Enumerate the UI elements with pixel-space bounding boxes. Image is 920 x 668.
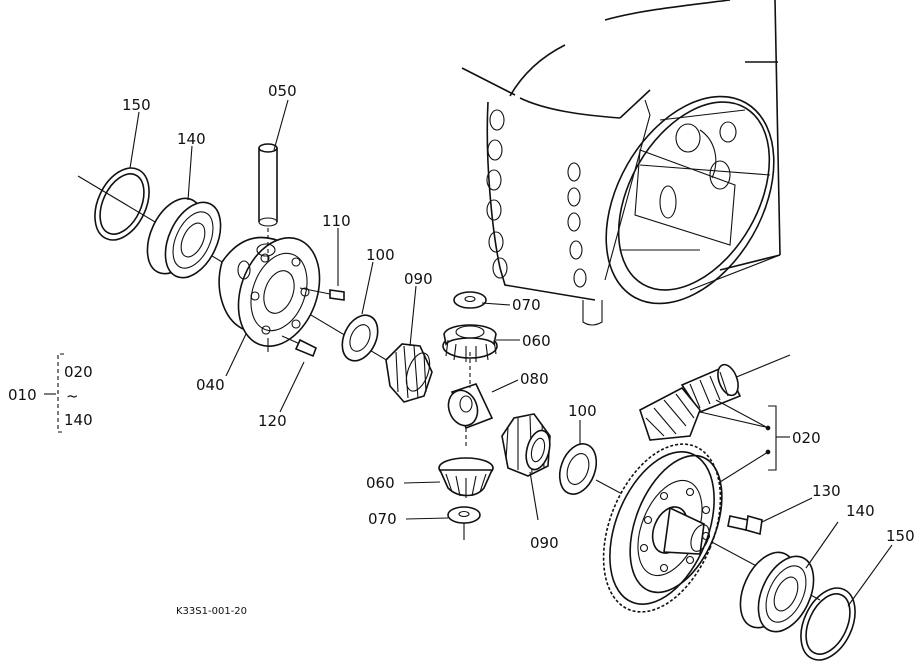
label-120: 120 [258, 412, 287, 430]
ring-gear [602, 443, 723, 613]
side-gear-090-right [501, 413, 551, 477]
pin-050 [258, 143, 278, 262]
label-090-right: 090 [530, 534, 559, 552]
transmission-housing [461, 0, 781, 326]
label-100-right: 100 [568, 402, 597, 420]
label-010: 010 [8, 386, 37, 404]
bevel-pinion-020 [639, 354, 791, 441]
pinion-gear-060-bottom [438, 457, 494, 498]
leader-lines [44, 99, 893, 607]
label-020-group: 020 [64, 363, 93, 381]
bolt-130 [727, 514, 763, 536]
label-140-left: 140 [177, 130, 206, 148]
label-150-left: 150 [122, 96, 151, 114]
label-tilde: ~ [66, 387, 79, 405]
thrust-washer-070-bottom [447, 506, 481, 540]
label-100-left: 100 [366, 246, 395, 264]
label-070-bottom: 070 [368, 510, 397, 528]
thrust-washer-100-right [558, 443, 598, 495]
label-060-top: 060 [522, 332, 551, 350]
pin-110 [299, 287, 345, 301]
thrust-washer-070-top [453, 291, 487, 309]
ball-bearing-140-right [739, 551, 815, 633]
label-070-top: 070 [512, 296, 541, 314]
differential-case-040 [218, 236, 321, 352]
snap-ring-150-right [800, 587, 856, 661]
label-050: 050 [268, 82, 297, 100]
pinion-gear-060-top [442, 324, 498, 362]
part-labels: 150 140 050 110 100 090 070 060 080 040 … [8, 82, 915, 617]
label-150-right: 150 [886, 527, 915, 545]
pin-120 [281, 335, 318, 358]
pinion-shaft-080 [447, 352, 494, 446]
thrust-washer-100-left [341, 314, 379, 362]
label-090-left: 090 [404, 270, 433, 288]
drawing-code: K33S1-001-20 [176, 606, 247, 617]
label-040: 040 [196, 376, 225, 394]
label-140-group: 140 [64, 411, 93, 429]
ball-bearing-140-left [146, 197, 222, 279]
snap-ring-150-left [94, 167, 150, 241]
label-060-bottom: 060 [366, 474, 395, 492]
label-080: 080 [520, 370, 549, 388]
bracket-010 [57, 353, 64, 433]
label-110: 110 [322, 212, 351, 230]
bracket-020 [765, 405, 790, 471]
label-130: 130 [812, 482, 841, 500]
label-020: 020 [792, 429, 821, 447]
label-140-right: 140 [846, 502, 875, 520]
side-gear-090-left [385, 343, 433, 403]
